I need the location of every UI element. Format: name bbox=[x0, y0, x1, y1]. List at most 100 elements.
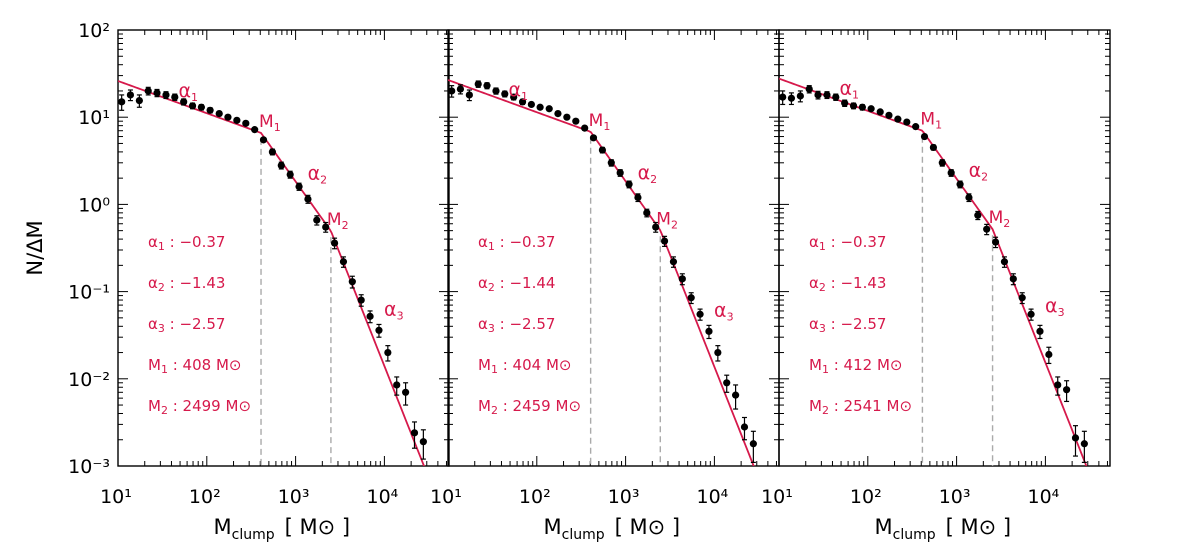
data-point bbox=[135, 97, 143, 105]
data-point bbox=[483, 82, 491, 90]
data-point bbox=[224, 113, 232, 121]
segment-label-alpha3: α3 bbox=[1045, 295, 1065, 319]
x-tick-label: 10³ bbox=[608, 486, 640, 508]
data-point bbox=[938, 159, 946, 167]
data-point bbox=[366, 312, 374, 320]
data-point bbox=[1045, 350, 1053, 359]
x-tick-label: 10⁴ bbox=[697, 486, 729, 508]
data-point bbox=[581, 124, 589, 132]
y-tick-label: 10² bbox=[78, 20, 110, 42]
y-tick-label: 10⁰ bbox=[78, 194, 110, 216]
x-tick-label: 10⁴ bbox=[367, 486, 399, 508]
data-point bbox=[912, 123, 920, 131]
data-point bbox=[885, 111, 893, 119]
y-tick-label: 10¹ bbox=[78, 107, 110, 129]
data-point bbox=[233, 116, 241, 124]
param-α2: α2 : −1.44 bbox=[478, 274, 555, 294]
data-point bbox=[779, 93, 787, 101]
data-point bbox=[563, 113, 571, 121]
param-M1: M1 : 412 M⊙ bbox=[809, 356, 902, 376]
data-point bbox=[268, 148, 277, 156]
break-label-m1: M1 bbox=[589, 111, 611, 133]
data-point bbox=[286, 170, 294, 179]
param-M1: M1 : 404 M⊙ bbox=[478, 356, 571, 376]
data-point bbox=[330, 239, 339, 247]
data-point bbox=[616, 169, 624, 177]
data-point bbox=[545, 105, 553, 113]
data-point bbox=[465, 91, 473, 99]
data-point bbox=[448, 87, 456, 95]
y-axis-label-text: N/ΔM bbox=[23, 220, 47, 275]
fit-line bbox=[448, 79, 755, 466]
segment-label-alpha2: α2 bbox=[308, 162, 328, 186]
data-point bbox=[678, 275, 686, 283]
fit-line bbox=[779, 77, 1088, 466]
break-label-m2: M2 bbox=[656, 209, 678, 231]
data-point bbox=[652, 223, 660, 231]
param-α2: α2 : −1.43 bbox=[148, 274, 225, 294]
data-point bbox=[162, 91, 170, 99]
data-point bbox=[740, 423, 749, 431]
data-point bbox=[410, 429, 419, 437]
data-point bbox=[991, 238, 1000, 246]
param-α3: α3 : −2.57 bbox=[148, 315, 225, 335]
data-point bbox=[894, 115, 902, 123]
x-tick-label: 10² bbox=[189, 486, 221, 508]
data-point bbox=[277, 161, 285, 170]
x-tick-label: 10³ bbox=[939, 486, 971, 508]
break-label-m1: M1 bbox=[920, 110, 942, 132]
param-α3: α3 : −2.57 bbox=[478, 315, 555, 335]
segment-label-alpha3: α3 bbox=[714, 299, 734, 323]
data-point bbox=[118, 98, 126, 106]
data-point bbox=[1036, 327, 1044, 335]
data-point bbox=[634, 193, 642, 202]
data-point bbox=[714, 348, 722, 357]
data-point bbox=[832, 93, 840, 101]
param-α1: α1 : −0.37 bbox=[148, 233, 225, 253]
x-tick-label: 10⁴ bbox=[1028, 486, 1060, 508]
data-point bbox=[696, 310, 704, 318]
data-point bbox=[732, 391, 740, 399]
data-point bbox=[920, 132, 929, 141]
data-point bbox=[474, 80, 482, 88]
y-tick-label: 10⁻³ bbox=[68, 456, 110, 478]
data-point bbox=[841, 99, 849, 107]
x-axis-label: Mclump[ M⊙ ] bbox=[875, 515, 1012, 543]
data-point bbox=[339, 258, 348, 266]
data-point bbox=[171, 93, 179, 101]
data-point bbox=[206, 106, 214, 114]
data-point bbox=[295, 183, 303, 191]
x-tick-label: 10¹ bbox=[761, 486, 793, 508]
data-point bbox=[867, 105, 875, 113]
data-point bbox=[402, 388, 410, 396]
data-points bbox=[779, 85, 1088, 463]
data-point bbox=[126, 91, 135, 99]
data-point bbox=[1054, 381, 1062, 389]
x-axis-label-text: Mclump[ M⊙ ] bbox=[544, 515, 681, 543]
data-point bbox=[805, 85, 813, 93]
data-point bbox=[965, 193, 973, 202]
data-point bbox=[687, 294, 695, 302]
data-point bbox=[348, 278, 356, 286]
y-tick-label: 10⁻¹ bbox=[68, 282, 110, 304]
param-α2: α2 : −1.43 bbox=[809, 274, 886, 294]
data-point bbox=[705, 327, 713, 335]
segment-label-alpha1: α1 bbox=[508, 79, 528, 103]
data-point bbox=[375, 326, 383, 334]
data-point bbox=[598, 146, 607, 154]
break-label-m2: M2 bbox=[327, 210, 349, 232]
data-point bbox=[242, 119, 250, 127]
break-label-m1: M1 bbox=[259, 112, 281, 134]
data-point bbox=[625, 180, 633, 188]
data-point bbox=[384, 348, 392, 357]
segment-label-alpha1: α1 bbox=[839, 78, 859, 102]
data-point bbox=[876, 108, 884, 116]
segment-label-alpha2: α2 bbox=[969, 160, 989, 184]
data-point bbox=[669, 258, 678, 266]
data-point bbox=[180, 98, 188, 106]
data-point bbox=[456, 85, 465, 93]
param-α3: α3 : −2.57 bbox=[809, 315, 886, 335]
data-point bbox=[1080, 440, 1088, 448]
